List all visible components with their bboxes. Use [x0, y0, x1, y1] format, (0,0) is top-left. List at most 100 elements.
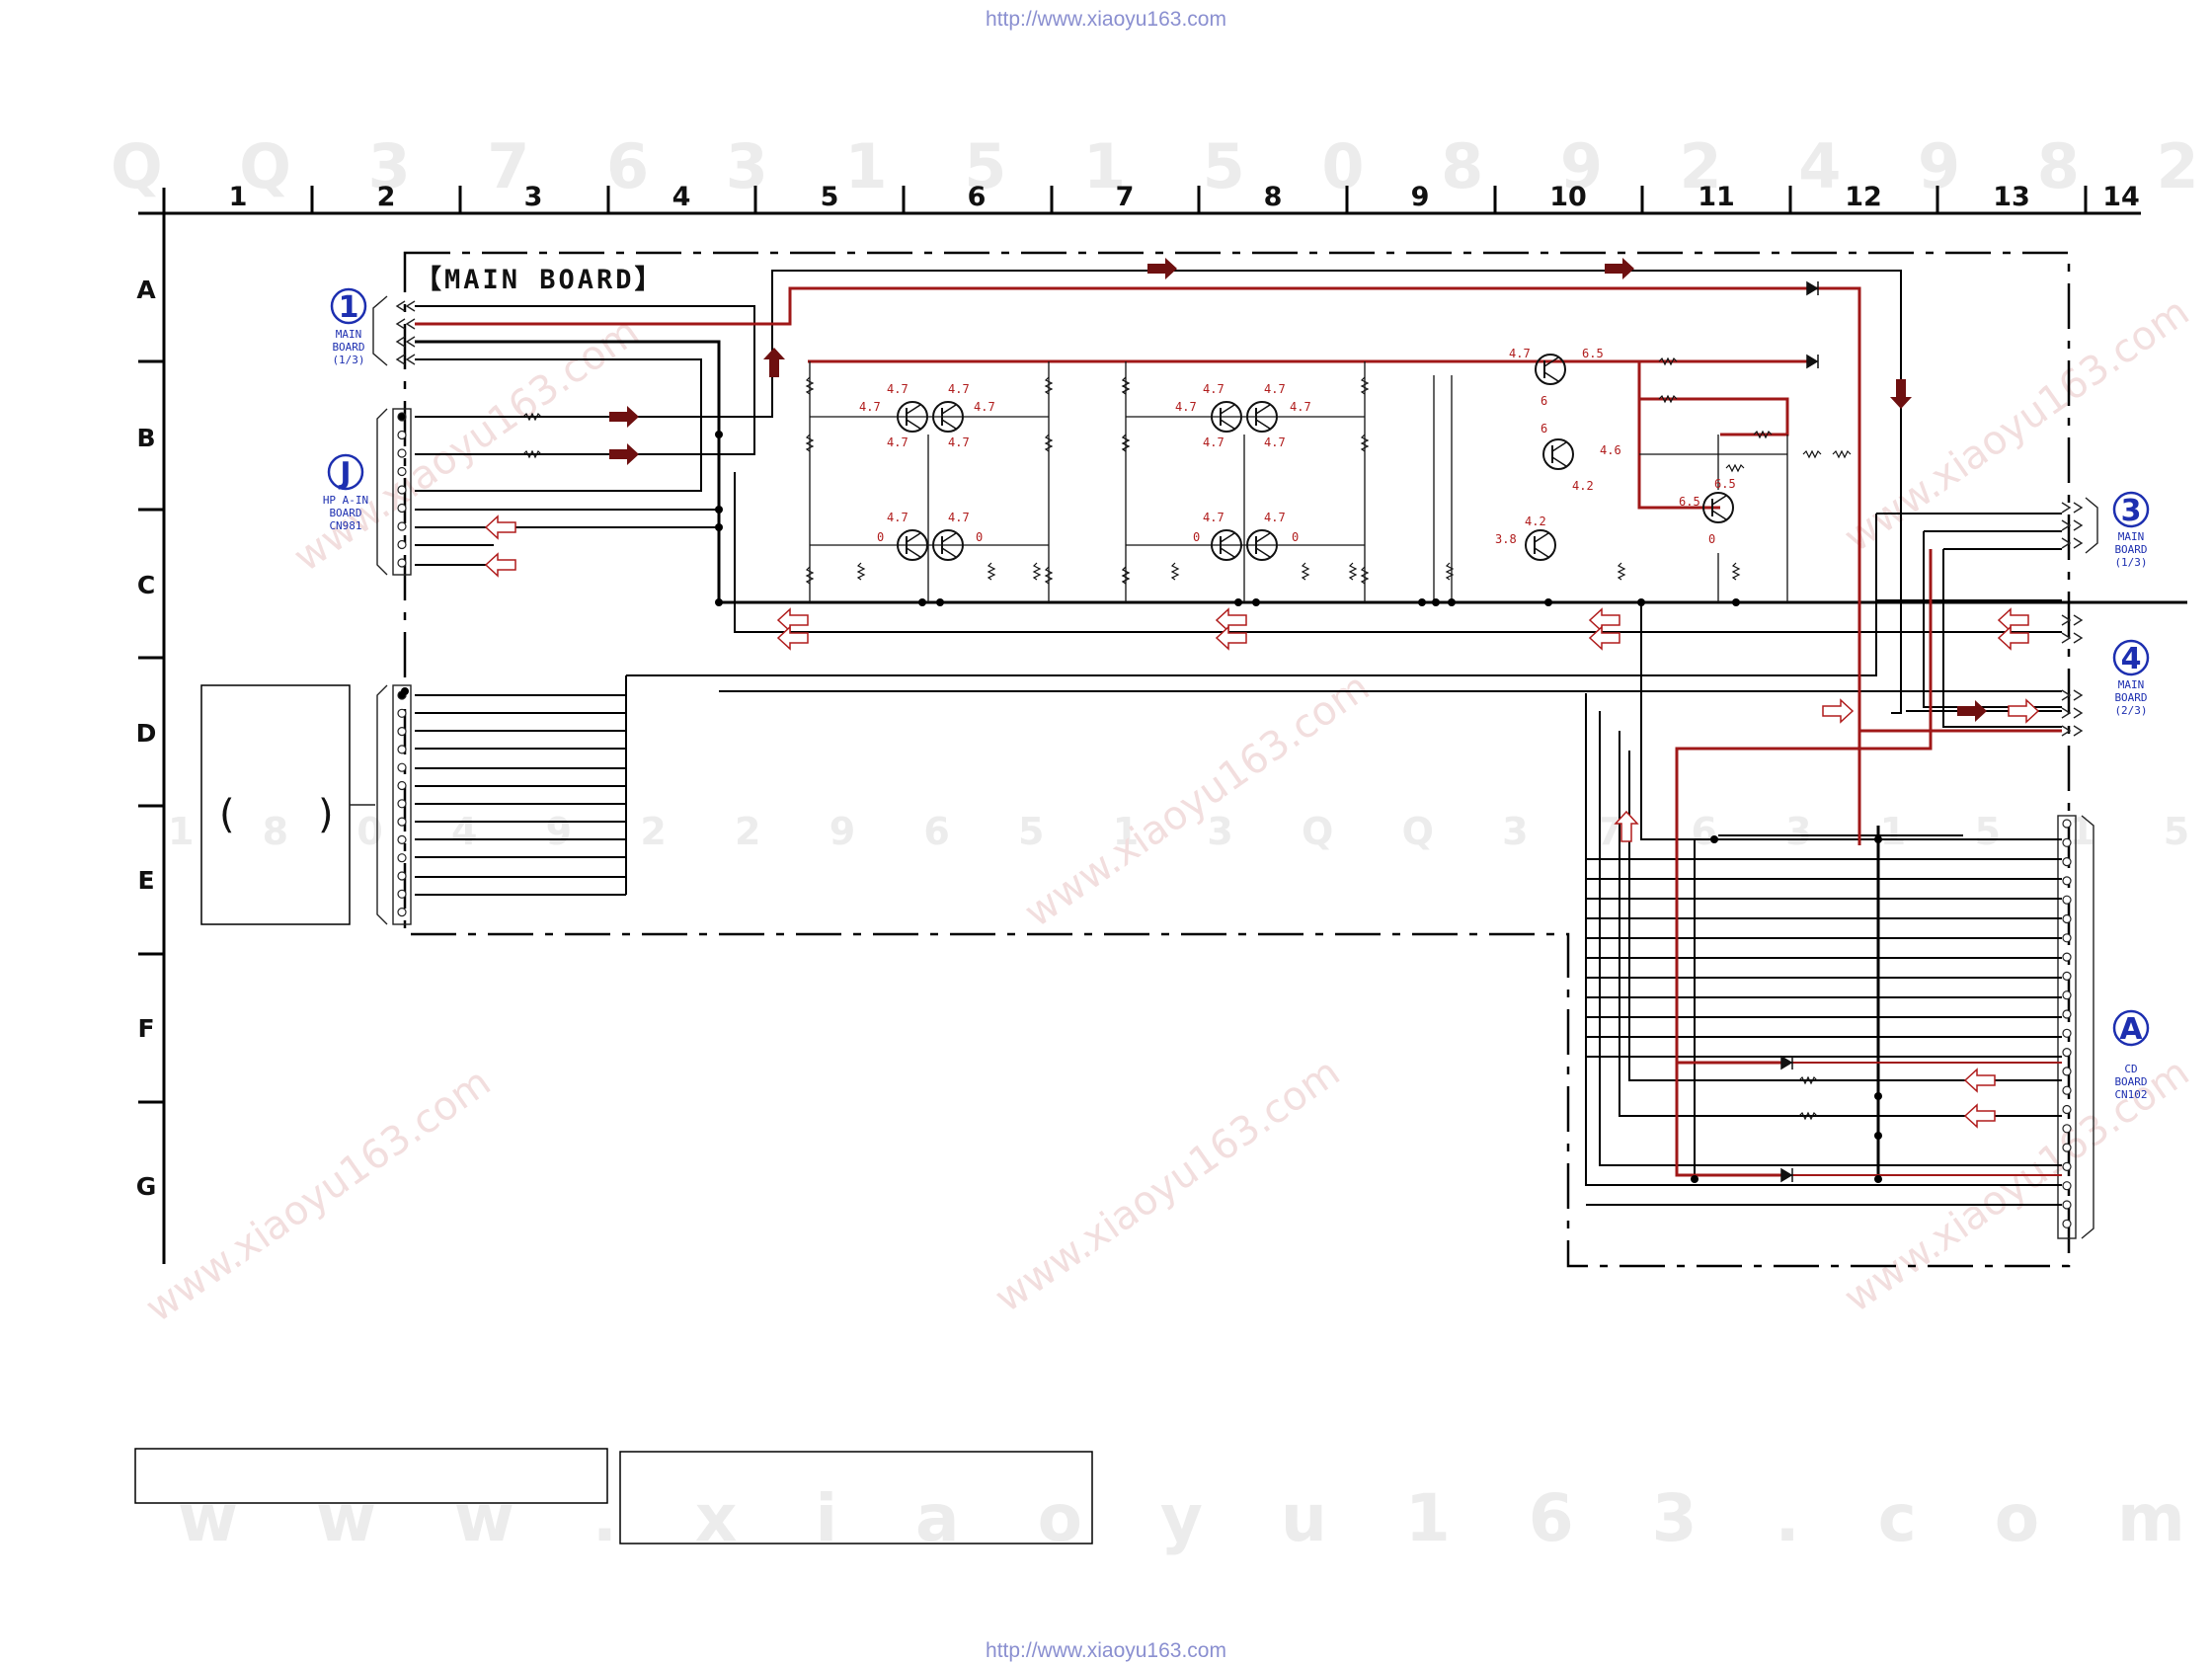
pin [397, 503, 407, 514]
junction [401, 687, 409, 695]
transistor-collector [1220, 404, 1235, 415]
connector-A-label-1: CD [2124, 1063, 2137, 1075]
grid-row-G: G [136, 1172, 157, 1201]
volt-q3-b: 4.7 [1264, 382, 1286, 396]
transistor [1535, 354, 1566, 385]
connector-1-label-1: MAIN [336, 328, 362, 341]
junction [918, 598, 926, 606]
resistor [1753, 430, 1773, 439]
connector-J[interactable]: J HP A-IN BOARD CN981 [323, 408, 412, 576]
volt-q3-f: 4.7 [1264, 436, 1286, 449]
connector-3-label-3: (1/3) [2114, 556, 2147, 569]
volt-q1-f: 4.7 [948, 436, 970, 449]
transistor-emitter [1255, 547, 1271, 558]
transistor-emitter [906, 547, 921, 558]
grid-col-11: 11 [1698, 182, 1735, 212]
volt-q4-b: 4.7 [1264, 511, 1286, 524]
transistor-collector [906, 532, 921, 543]
pin [2062, 819, 2072, 829]
grid-col-13: 13 [1993, 182, 2030, 212]
pin [397, 871, 407, 881]
pin [397, 466, 407, 477]
junction [1544, 598, 1552, 606]
connector-A-symbol: A [2119, 1012, 2143, 1047]
pin [2062, 895, 2072, 905]
volt-q6-b: 4.6 [1600, 443, 1621, 457]
arrow-right-hollow [2008, 698, 2040, 724]
transistor-emitter [941, 419, 957, 430]
resistor [1360, 376, 1370, 395]
connector-3[interactable]: 3 MAIN BOARD (1/3) [2061, 491, 2150, 569]
grid-row-A: A [136, 276, 156, 304]
connector-A[interactable]: A CD BOARD CN102 [2057, 815, 2150, 1239]
resistor [1360, 434, 1370, 452]
junction [1874, 835, 1882, 843]
volt-q4-c: 0 [1193, 530, 1200, 544]
transistor-emitter [1551, 456, 1567, 467]
connector-1-circle [330, 287, 367, 325]
grid-row-labels: A B C D E F G [136, 276, 157, 1201]
connector-1-symbol: 1 [339, 290, 359, 325]
connector-J-label-1: HP A-IN [323, 494, 368, 507]
pin [397, 485, 407, 495]
pin [397, 539, 407, 550]
junction [715, 431, 723, 438]
volt-q4-d: 0 [1292, 530, 1299, 544]
pin [2062, 1085, 2072, 1095]
arrow-right [1147, 258, 1177, 279]
volt-q1-e: 4.7 [887, 436, 908, 449]
empty-note-box-1 [134, 1448, 608, 1504]
resistor [1731, 562, 1741, 581]
volt-q8-a: 6.5 [1714, 477, 1736, 491]
transistor-emitter [906, 419, 921, 430]
junction [936, 598, 944, 606]
volt-q3-a: 4.7 [1203, 382, 1224, 396]
volt-q7-b: 3.8 [1495, 532, 1517, 546]
resistor [856, 562, 866, 581]
arrow-left-hollow [484, 515, 516, 540]
connector-4-symbol: 4 [2121, 642, 2142, 676]
grid-col-1: 1 [229, 182, 248, 212]
watermark-numbers-top: Q Q 3 7 6 3 1 5 1 5 0 8 9 2 4 9 8 2 9 9 [111, 130, 2212, 202]
junction [715, 506, 723, 514]
connector-left-lower [376, 684, 412, 925]
transistor-collector [941, 404, 957, 415]
pin [2062, 1047, 2072, 1058]
volt-q6-a: 6 [1540, 422, 1547, 436]
resistor [522, 412, 542, 422]
grid-col-5: 5 [821, 182, 839, 212]
connector-1[interactable]: 1 MAIN BOARD (1/3) [330, 287, 416, 366]
transistor-array [897, 354, 1734, 561]
connector-4-label-3: (2/3) [2114, 704, 2147, 717]
volt-q2-c: 0 [877, 530, 884, 544]
connector-4[interactable]: 4 MAIN BOARD (2/3) [2061, 614, 2150, 737]
transistor-collector [906, 404, 921, 415]
arrow-left-hollow [1215, 625, 1247, 651]
resistor [1348, 562, 1358, 581]
pin [2062, 1028, 2072, 1038]
volt-q1-d: 4.7 [974, 400, 995, 414]
resistor [1121, 376, 1131, 395]
pin [397, 430, 407, 440]
pin [2062, 913, 2072, 924]
arrow-left-hollow [1997, 607, 2029, 633]
external-unit-bracket-right: ) [318, 792, 334, 837]
pin [397, 412, 407, 422]
resistor [805, 376, 815, 395]
junction [1418, 598, 1426, 606]
transistor-emitter [1543, 371, 1559, 382]
grid-row-B: B [136, 424, 155, 452]
pin [397, 708, 407, 718]
grid-row-ticks [138, 359, 164, 1104]
transistor [1542, 438, 1574, 470]
pin [2062, 837, 2072, 847]
board-title: 【MAIN BOARD】 [415, 265, 665, 295]
transistor-emitter [1255, 419, 1271, 430]
arrow-left-hollow [776, 607, 809, 633]
diode [1806, 280, 1819, 296]
empty-note-box-2 [619, 1451, 1093, 1544]
transistor-collector [1711, 495, 1727, 506]
pin [2062, 876, 2072, 886]
arrow-left-hollow [1997, 625, 2029, 651]
wiring-red [415, 286, 2062, 1177]
